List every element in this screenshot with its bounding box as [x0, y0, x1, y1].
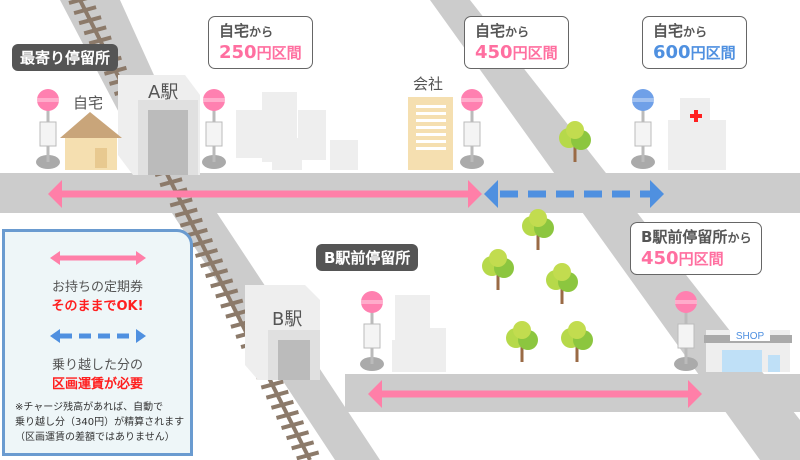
- home-house-icon: [60, 112, 122, 170]
- rail-tie: [194, 248, 219, 258]
- bubble-fare: 600: [653, 42, 691, 63]
- rail-tie: [291, 440, 315, 451]
- fare-bubble-250: 自宅から 250円区間: [208, 16, 313, 69]
- rail-tie: [210, 278, 234, 289]
- pass-arrow-bottom: [368, 380, 702, 408]
- legend-panel: お持ちの定期券 そのままでOK! 乗り越した分の 区画運賃が必要 ※チャージ残高…: [2, 229, 193, 456]
- rail-tie: [205, 268, 229, 279]
- bubble-fare-suffix: 円区間: [690, 44, 736, 62]
- bubble-from: から: [683, 25, 708, 39]
- bus-stop-icon: [674, 291, 698, 371]
- hospital-icon: [668, 98, 726, 170]
- b-station-stop-tag: B駅前停留所: [316, 244, 419, 271]
- station-b-label: B駅: [272, 309, 303, 330]
- rail-tie: [260, 379, 284, 390]
- rail-tie: [220, 298, 244, 309]
- rail-tie: [103, 65, 127, 76]
- note-line: （区画運賃の差額ではありません）: [15, 432, 175, 443]
- rail-tie: [265, 389, 289, 400]
- rail-tie: [73, 5, 97, 16]
- rail-tie: [189, 237, 213, 248]
- rail-tie: [280, 420, 305, 430]
- bubble-origin: 自宅: [653, 22, 684, 40]
- bubble-origin: B駅前停留所: [641, 228, 728, 246]
- bubble-fare: 450: [475, 42, 513, 63]
- tree-icon: [561, 321, 593, 362]
- rail-tie: [200, 258, 224, 269]
- tree-icon: [559, 121, 591, 162]
- bus-stop-icon: [631, 89, 655, 169]
- shop-sign: SHOP: [736, 331, 765, 342]
- rail-tie: [270, 399, 294, 410]
- bus-stop-icon: [460, 89, 484, 169]
- bubble-fare: 450: [641, 248, 679, 269]
- tree-icon: [482, 249, 514, 290]
- pass-arrow-legend-icon: [49, 251, 146, 265]
- company-building-icon: [408, 97, 453, 170]
- bus-stop-icon: [36, 89, 60, 169]
- rail-tie: [275, 409, 299, 420]
- tree-icon: [522, 209, 554, 250]
- bubble-fare: 250: [219, 42, 257, 63]
- rail-tie: [83, 25, 107, 36]
- bubble-origin: 自宅: [475, 22, 506, 40]
- tree-icon: [506, 321, 538, 362]
- legend-note: ※チャージ残高があれば、自動で 乗り越し分（340円）が精算されます （区画運賃…: [5, 400, 190, 445]
- rail-tie: [179, 217, 203, 228]
- bubble-fare-suffix: 円区間: [678, 250, 724, 268]
- bubble-origin: 自宅: [219, 22, 250, 40]
- city-buildings-icon: [236, 92, 358, 170]
- fare-bubble-600: 自宅から 600円区間: [642, 16, 747, 69]
- trees: [482, 121, 593, 362]
- station-a-building: [118, 75, 200, 175]
- rail-tie: [215, 288, 239, 299]
- fare-bubble-450: 自宅から 450円区間: [464, 16, 569, 69]
- rail-tie: [174, 207, 198, 218]
- rail-tie: [68, 0, 88, 5]
- rail-tie: [169, 197, 193, 208]
- pass-arrow-top: [48, 180, 482, 208]
- rail-tie: [78, 15, 102, 26]
- rail-tie: [286, 430, 310, 441]
- bus-stop-icon: [360, 291, 384, 371]
- bubble-fare-suffix: 円区間: [256, 44, 302, 62]
- station-b-building: [245, 285, 320, 380]
- extra-arrow-legend-icon: [49, 329, 146, 343]
- bubble-from: から: [505, 25, 530, 39]
- bus-stop-icon: [202, 89, 226, 169]
- note-line: ※チャージ残高があれば、自動で: [15, 402, 164, 413]
- bubble-from: から: [249, 25, 274, 39]
- city-buildings-b-icon: [392, 295, 446, 372]
- rail-tie: [159, 177, 183, 188]
- legend-pass-ok: そのままでOK!: [51, 299, 144, 314]
- bubble-fare-suffix: 円区間: [512, 44, 558, 62]
- rail-tie: [296, 450, 320, 460]
- extra-arrow-dashed: [484, 180, 664, 208]
- legend-extra-required: 区画運賃が必要: [51, 377, 143, 392]
- station-a-label: A駅: [148, 82, 179, 103]
- legend-pass-label: お持ちの定期券: [51, 280, 143, 295]
- shop-building-icon: SHOP: [704, 329, 792, 372]
- rail-tie: [225, 308, 249, 319]
- note-line: 乗り越し分（340円）が精算されます: [15, 417, 185, 428]
- bubble-from: から: [727, 231, 752, 245]
- rail-tie: [88, 35, 112, 46]
- legend-extra-label: 乗り越した分の: [51, 358, 143, 373]
- bus-stops: [36, 89, 698, 371]
- nearest-stop-tag: 最寄り停留所: [12, 44, 119, 71]
- tree-icon: [546, 263, 578, 304]
- fare-bubble-b-450: B駅前停留所から 450円区間: [630, 222, 763, 275]
- company-label: 会社: [413, 75, 444, 93]
- home-label: 自宅: [73, 94, 104, 112]
